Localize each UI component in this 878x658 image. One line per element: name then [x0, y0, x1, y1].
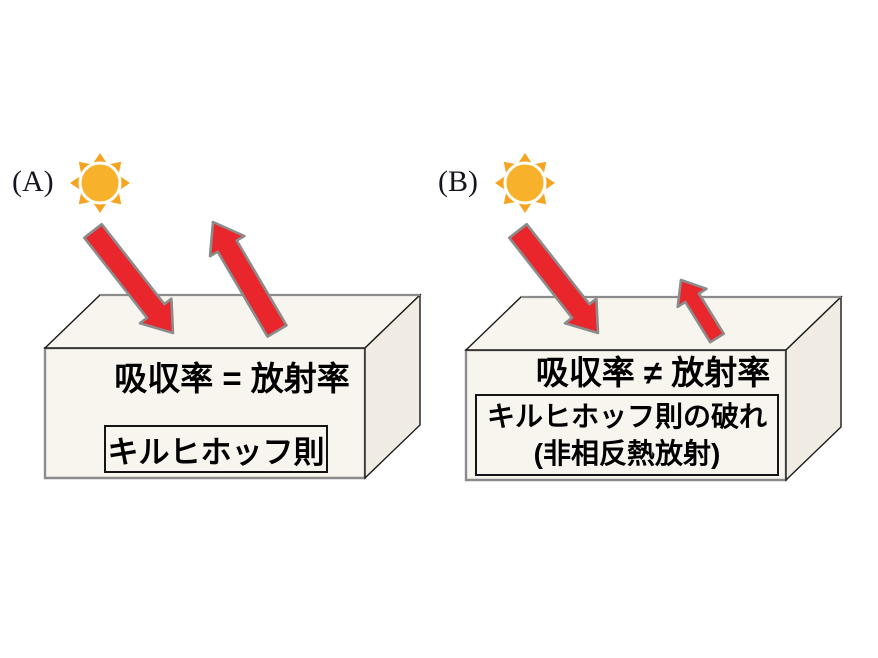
caption-box-a: キルヒホッフ則: [104, 425, 328, 473]
emitted-arrow-icon: [208, 220, 288, 338]
sun-icon: [70, 153, 130, 213]
panel-label-b: (B): [438, 165, 478, 198]
relation-text-a: 吸収率 = 放射率: [114, 360, 350, 397]
caption-line: キルヒホッフ則の破れ: [486, 401, 767, 432]
incident-arrow-icon: [83, 222, 175, 335]
incident-arrow-icon: [507, 222, 600, 335]
sun-core: [78, 161, 122, 205]
sun-core: [503, 161, 547, 205]
panel-label-a: (A): [12, 165, 54, 198]
caption-line: (非相反熱放射): [533, 438, 721, 469]
caption-box-b: キルヒホッフ則の破れ (非相反熱放射): [475, 394, 779, 476]
sun-rays: [495, 153, 555, 213]
caption-line: キルヒホッフ則: [107, 434, 325, 470]
box-side-face: [785, 295, 842, 482]
box-top-face: [43, 294, 422, 349]
box-top-face: [464, 296, 843, 351]
sun-icon: [495, 153, 555, 213]
emitted-arrow-icon: [676, 278, 726, 344]
box-side-face: [364, 293, 421, 480]
relation-text-b: 吸収率 ≠ 放射率: [535, 354, 771, 391]
